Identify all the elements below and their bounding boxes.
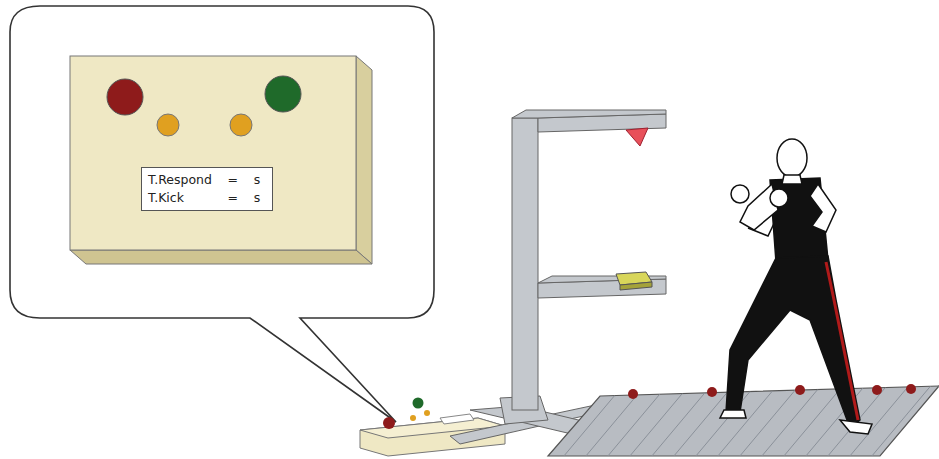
display-text: T.Kick [148, 190, 218, 206]
control-panel [70, 56, 372, 264]
display-screen: T.Respond=sT.Kick=s [141, 167, 273, 211]
display-text: s [254, 190, 266, 206]
sensor [626, 128, 648, 146]
floor-control-box [360, 398, 505, 457]
stand [450, 110, 666, 444]
fighter [720, 139, 872, 434]
display-text: = [228, 190, 244, 206]
display-text: s [254, 172, 266, 188]
display-text: = [228, 172, 244, 188]
display-text: T.Respond [148, 172, 218, 188]
floor-mat [548, 384, 939, 456]
kick-pad [616, 272, 652, 290]
speech-bubble [10, 6, 434, 422]
